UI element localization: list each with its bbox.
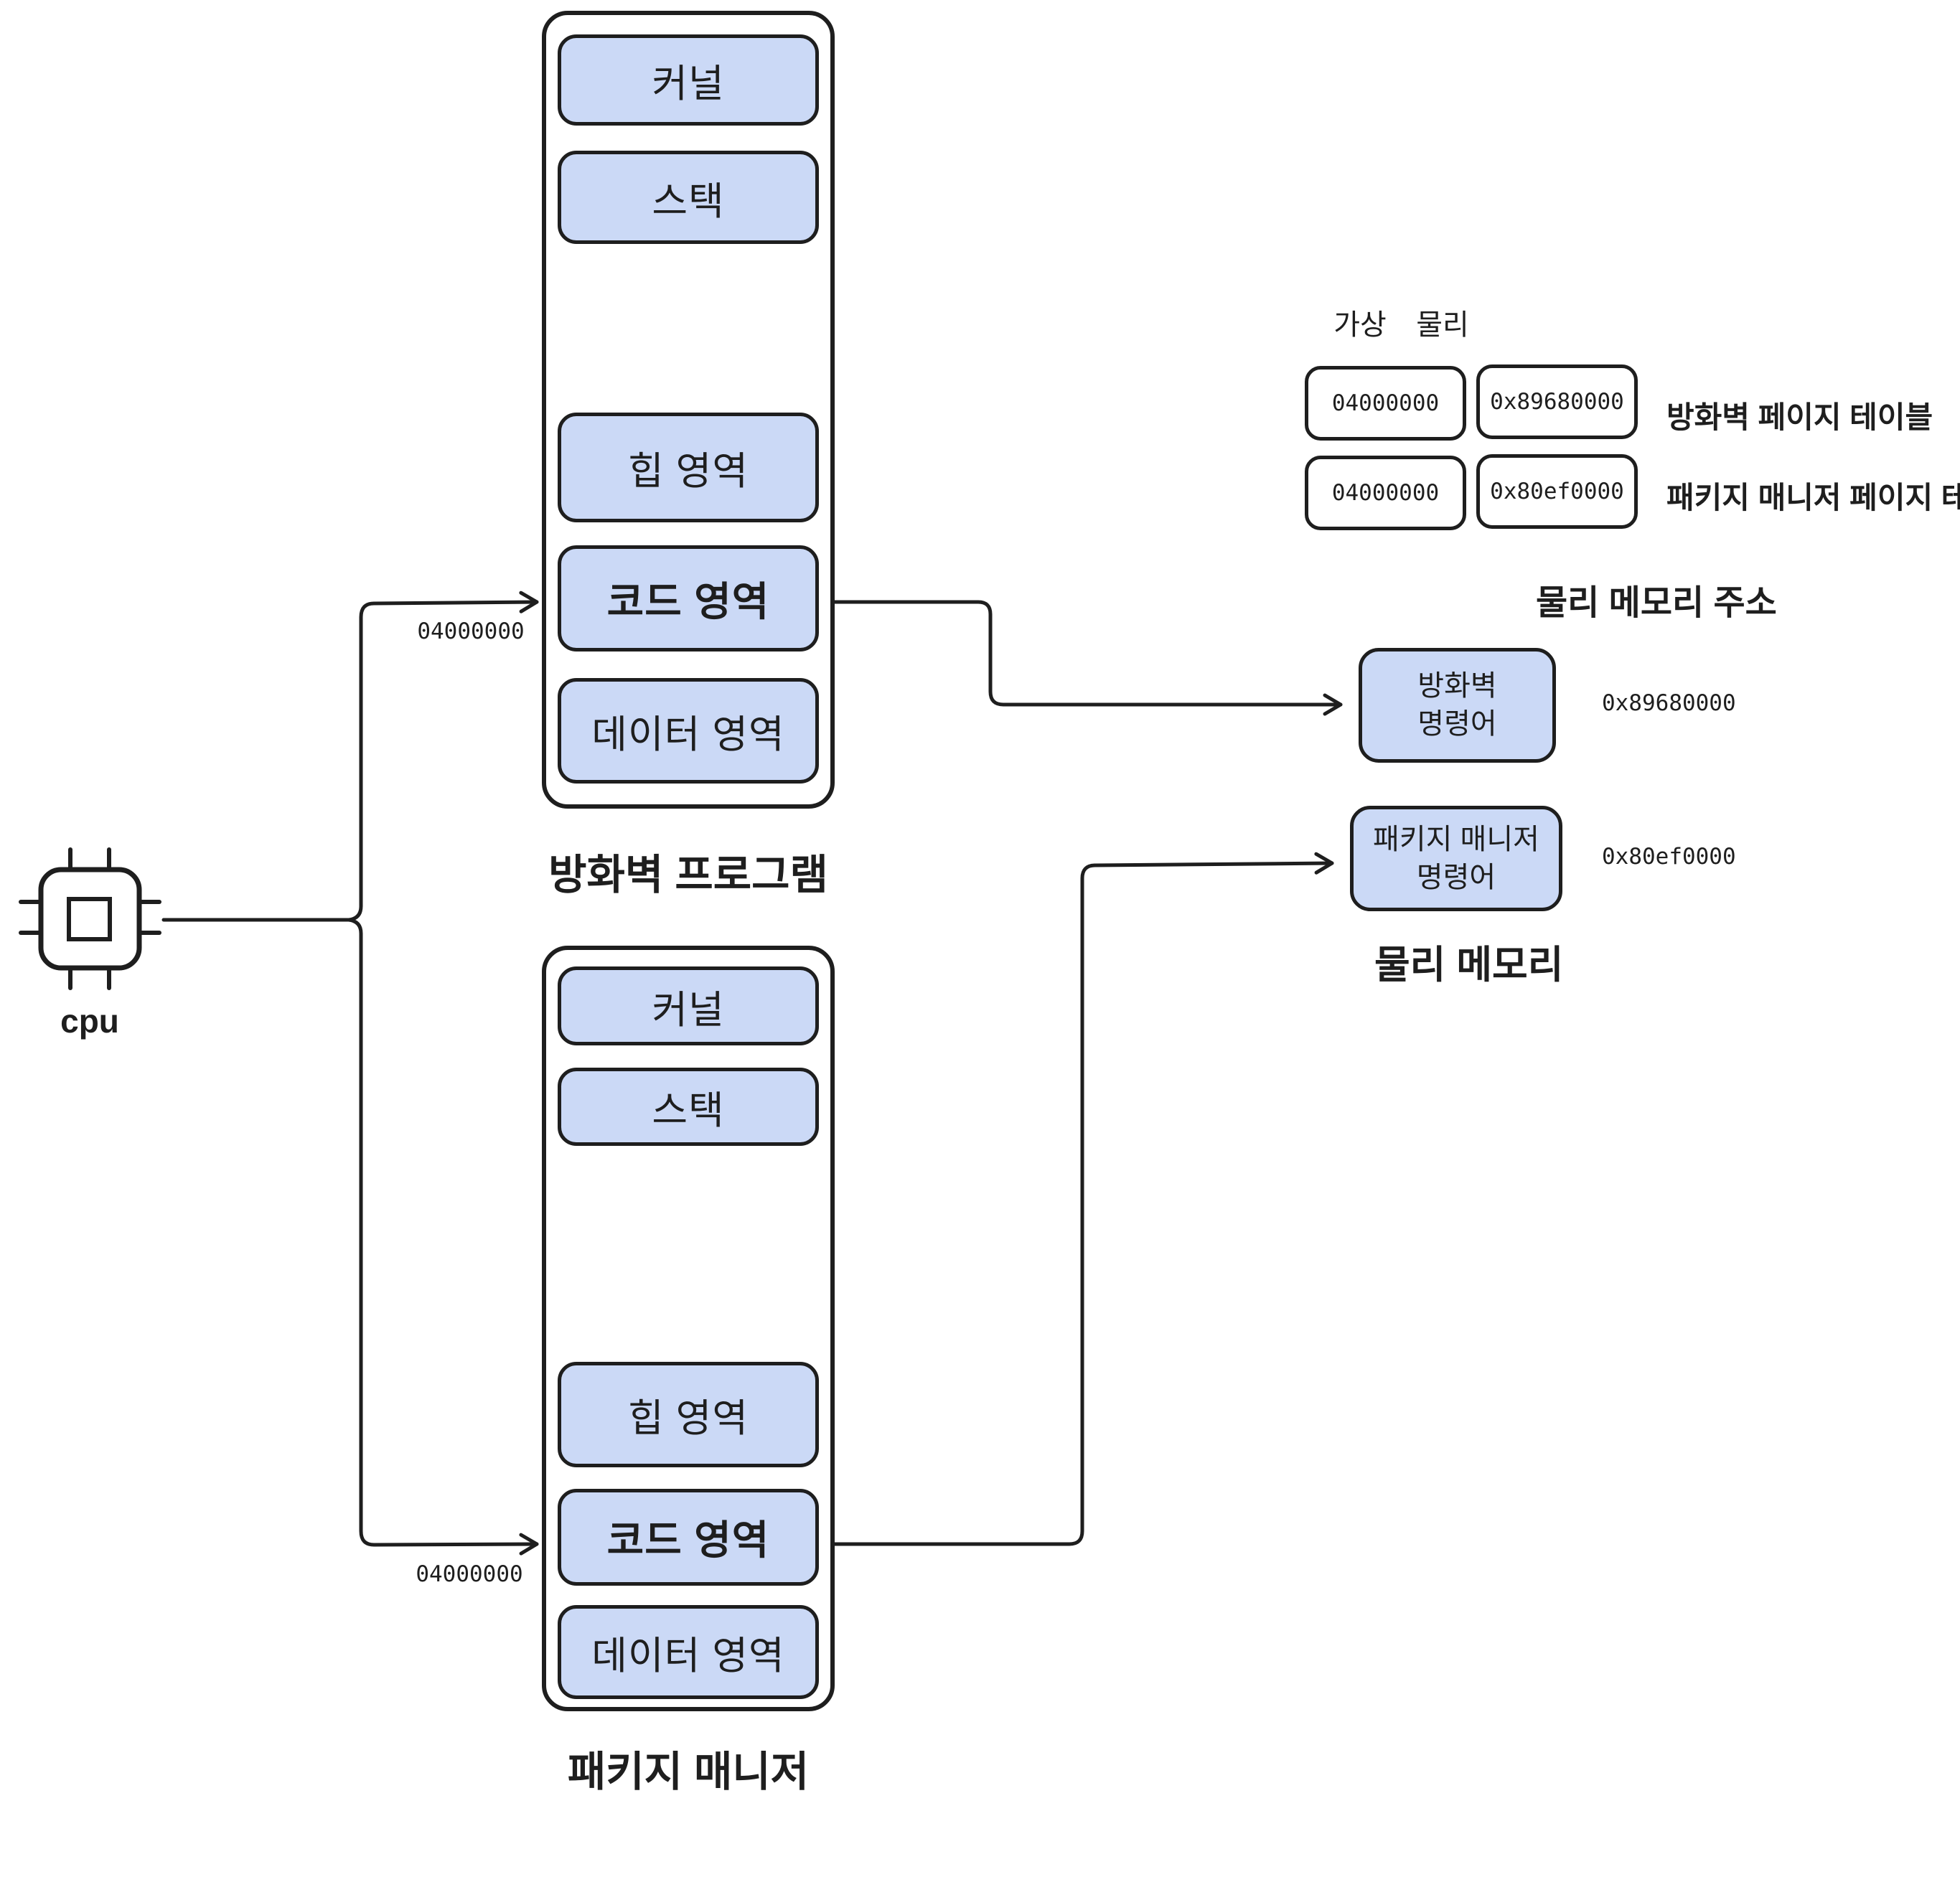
cell-value: 04000000 bbox=[1331, 390, 1440, 416]
page-table-cell-physical-2: 0x80ef0000 bbox=[1476, 454, 1638, 529]
cmd-line: 명령어 bbox=[1416, 861, 1496, 893]
firewall-kernel-block: 커널 bbox=[558, 34, 819, 126]
pm-data-block: 데이터 영역 bbox=[558, 1605, 819, 1699]
pm-kernel-block: 커널 bbox=[558, 966, 819, 1045]
block-label: 커널 bbox=[652, 988, 725, 1032]
firewall-program-box bbox=[542, 11, 835, 809]
page-table-cell-physical-1: 0x89680000 bbox=[1476, 364, 1638, 439]
pm-code-block: 코드 영역 bbox=[558, 1489, 819, 1586]
pm-stack-block: 스택 bbox=[558, 1068, 819, 1146]
package-manager-instructions-box: 패키지 매니저 명령어 bbox=[1350, 806, 1562, 911]
block-label: 코드 영역 bbox=[606, 1518, 770, 1563]
block-label: 데이터 영역 bbox=[591, 1634, 785, 1678]
cpu-label: cpu bbox=[60, 1002, 119, 1040]
cmd-line: 방화벽 bbox=[1417, 670, 1497, 702]
firewall-heap-block: 힙 영역 bbox=[558, 413, 819, 522]
cmd-line: 패키지 매니저 bbox=[1373, 823, 1539, 855]
cell-value: 04000000 bbox=[1331, 480, 1440, 506]
page-table-header-physical: 물리 bbox=[1416, 309, 1469, 341]
arrow-pm-code-to-physical bbox=[820, 852, 1334, 1546]
block-label: 스택 bbox=[652, 1089, 725, 1132]
page-table-cell-virtual-1: 04000000 bbox=[1305, 366, 1466, 441]
firewall-program-title: 방화벽 프로그램 bbox=[548, 852, 828, 898]
page-table-row-label-1: 방화벽 페이지 테이블 bbox=[1666, 400, 1933, 434]
page-table-header-virtual: 가상 bbox=[1333, 309, 1387, 341]
package-manager-program-box bbox=[542, 946, 835, 1711]
pm-heap-block: 힙 영역 bbox=[558, 1362, 819, 1467]
firewall-stack-block: 스택 bbox=[558, 151, 819, 244]
virtual-address-label-2: 04000000 bbox=[416, 1561, 523, 1587]
page-table-row-label-2: 패키지 매니저 페이지 테이블 bbox=[1666, 481, 1960, 514]
firewall-data-block: 데이터 영역 bbox=[558, 678, 819, 784]
block-label: 스택 bbox=[652, 179, 725, 223]
package-manager-program-title: 패키지 매니저 bbox=[567, 1749, 810, 1795]
physical-address-label-1: 0x89680000 bbox=[1602, 690, 1736, 716]
arrow-cpu-to-firewall-code bbox=[347, 591, 539, 922]
arrow-firewall-code-to-physical bbox=[820, 600, 1343, 716]
firewall-code-block: 코드 영역 bbox=[558, 545, 819, 651]
block-label: 코드 영역 bbox=[606, 578, 770, 624]
cpu-icon bbox=[19, 847, 161, 990]
virtual-address-label-1: 04000000 bbox=[417, 618, 525, 644]
page-table-cell-virtual-2: 04000000 bbox=[1305, 456, 1466, 530]
arrow-cpu-to-pm-code bbox=[347, 918, 539, 1556]
block-label: 힙 영역 bbox=[627, 450, 749, 493]
block-label: 힙 영역 bbox=[627, 1397, 749, 1440]
physical-memory-title: 물리 메모리 bbox=[1374, 944, 1564, 987]
block-label: 데이터 영역 bbox=[591, 713, 785, 756]
cell-value: 0x89680000 bbox=[1490, 389, 1624, 415]
firewall-instructions-box: 방화벽 명령어 bbox=[1359, 648, 1556, 763]
cmd-line: 명령어 bbox=[1417, 708, 1497, 740]
physical-address-label-2: 0x80ef0000 bbox=[1602, 844, 1736, 870]
cell-value: 0x80ef0000 bbox=[1490, 479, 1624, 504]
page-table-title: 물리 메모리 주소 bbox=[1536, 584, 1777, 622]
block-label: 커널 bbox=[652, 62, 725, 105]
